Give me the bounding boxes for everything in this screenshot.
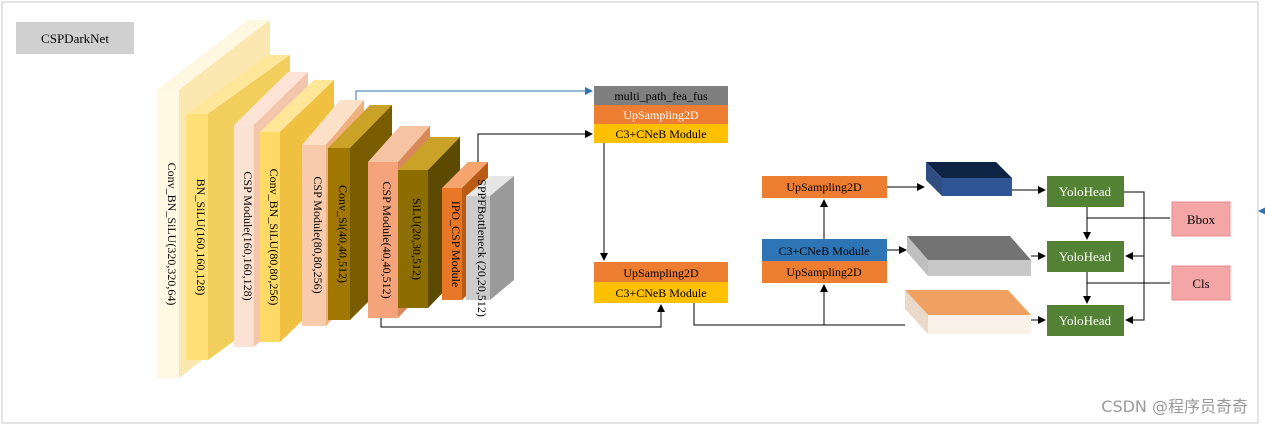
backbone-layer-label-2: BN_SiLU(160,160,128)	[194, 179, 208, 296]
right-lower-upsampling-label: UpSampling2D	[786, 265, 862, 279]
backbone-layer-label-9: IPO_CSP Module	[449, 201, 463, 288]
bbox-output: Bbox	[1171, 201, 1231, 237]
yolo-head-3: YoloHead	[1047, 305, 1124, 336]
neck-mid-block: UpSampling2D C3+CNeB Module	[594, 262, 728, 303]
right-upsample-block: UpSampling2D	[762, 176, 887, 198]
backbone-layer-label-7: CSP Module(40,40,512)	[380, 181, 394, 298]
yolo-head-label-1: YoloHead	[1059, 184, 1112, 199]
backbone-layer-label-3: CSP Module(160,160,128)	[241, 171, 255, 300]
top-c3-cneb-label: C3+CNeB Module	[615, 127, 706, 141]
yolo-head-2: YoloHead	[1047, 241, 1124, 272]
connector-lines	[355, 87, 1170, 328]
cls-label: Cls	[1192, 276, 1209, 291]
feature-map-small	[926, 162, 1012, 196]
feature-map-large	[905, 290, 1031, 334]
multi-path-feature-fusion-label: multi_path_fea_fus	[614, 89, 708, 103]
neck-top-block: multi_path_fea_fus UpSampling2D C3+CNeB …	[594, 86, 728, 143]
backbone-tag: CSPDarkNet	[16, 22, 134, 54]
mid-c3-cneb-label: C3+CNeB Module	[615, 286, 706, 300]
backbone-layer-label-6: Conv_Si(40,40,512)	[336, 185, 350, 283]
right-c3-cneb-label: C3+CNeB Module	[778, 244, 869, 258]
backbone-layer-label-1: Conv_BN_SiLU(320,320,64)	[165, 163, 179, 306]
backbone-layer-label-10: SPPFBottleneck (20,20,512)	[475, 179, 489, 317]
backbone-tag-label: CSPDarkNet	[41, 31, 109, 46]
yolo-head-label-2: YoloHead	[1059, 249, 1112, 264]
backbone-layer-label-5: CSP Module(80,80,256)	[311, 176, 325, 293]
backbone-layer-label-4: Conv_BN_SiLU(80,80,256)	[267, 169, 281, 306]
yolo-head-1: YoloHead	[1047, 176, 1124, 207]
bbox-label: Bbox	[1187, 212, 1216, 227]
watermark: CSDN @程序员奇奇	[1101, 397, 1248, 416]
yolo-head-label-3: YoloHead	[1059, 313, 1112, 328]
right-lower-block: C3+CNeB Module UpSampling2D	[762, 239, 887, 283]
right-upsampling-label: UpSampling2D	[786, 180, 862, 194]
feature-map-medium	[907, 236, 1031, 276]
cls-output: Cls	[1171, 265, 1231, 301]
mid-upsampling-label: UpSampling2D	[623, 266, 699, 280]
backbone-layer-label-8: SiLU(20,30,512)	[410, 198, 424, 280]
top-upsampling-label: UpSampling2D	[623, 108, 699, 122]
backbone-layer-10: SPPFBottleneck (20,20,512)	[466, 176, 514, 317]
